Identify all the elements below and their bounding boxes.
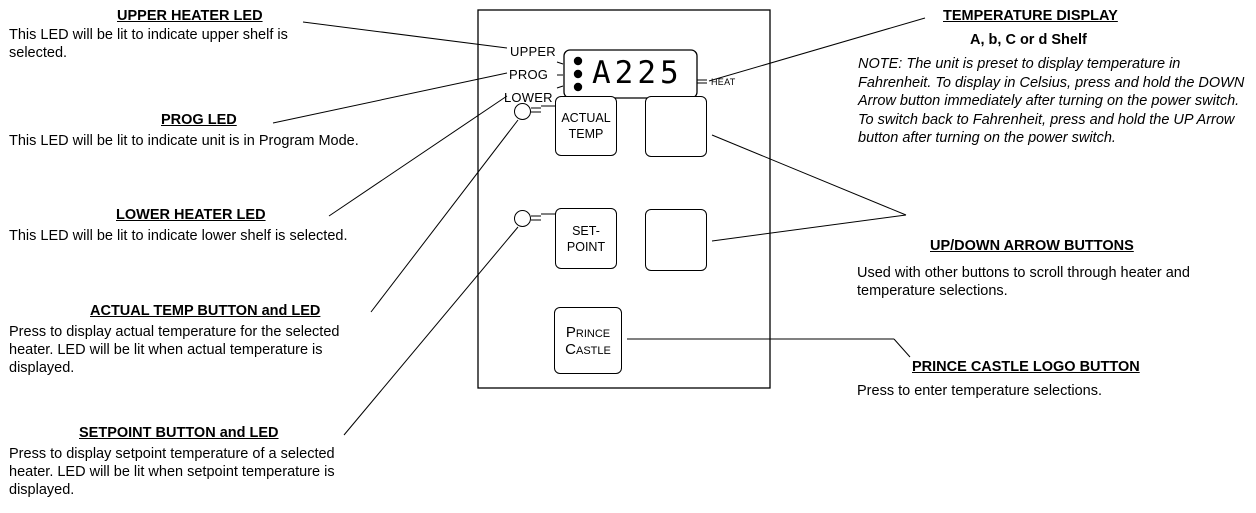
- actual-temp-button[interactable]: ACTUAL TEMP: [555, 96, 617, 156]
- logo-line1: Prince: [565, 323, 611, 341]
- logo-line2: Castle: [565, 340, 611, 358]
- lower-heater-text: This LED will be lit to indicate lower s…: [9, 228, 348, 244]
- down-arrow-button[interactable]: [645, 209, 707, 271]
- upper-heater-text: This LED will be lit to indicate upper s…: [9, 27, 288, 61]
- lower-heater-heading: LOWER HEATER LED: [116, 207, 266, 223]
- logo-button-heading: PRINCE CASTLE LOGO BUTTON: [912, 359, 1140, 375]
- setpoint-heading: SETPOINT BUTTON and LED: [79, 425, 279, 441]
- control-panel-outline: [477, 9, 771, 389]
- arrow-buttons-heading: UP/DOWN ARROW BUTTONS: [930, 238, 1134, 254]
- leader-down-arrow: [711, 214, 907, 242]
- temperature-display-subheading: A, b, C or d Shelf: [970, 32, 1087, 48]
- setpoint-button-line2: POINT: [566, 239, 606, 254]
- heat-tick: [697, 79, 707, 84]
- setpoint-text: Press to display setpoint temperature of…: [9, 446, 335, 498]
- arrow-buttons-text: Used with other buttons to scroll throug…: [857, 265, 1190, 299]
- actual-temp-heading: ACTUAL TEMP BUTTON and LED: [90, 303, 321, 319]
- led-ticks: [556, 61, 564, 89]
- prog-led-dot: [573, 69, 583, 79]
- setpoint-led: [514, 210, 531, 227]
- temperature-readout: A225: [592, 55, 683, 91]
- temperature-display-heading: TEMPERATURE DISPLAY: [943, 8, 1118, 24]
- lower-led-dot: [573, 82, 583, 92]
- leader-upper: [302, 21, 508, 49]
- leader-setpoint: [343, 226, 519, 436]
- leader-actual: [370, 119, 519, 313]
- setpoint-button-line1: SET-: [572, 223, 600, 238]
- upper-heater-heading: UPPER HEATER LED: [117, 8, 263, 24]
- leader-display: [708, 17, 926, 82]
- leader-lower: [328, 95, 508, 217]
- upper-label: UPPER: [510, 44, 556, 59]
- actual-led-connector: [531, 105, 555, 113]
- display-frame: [563, 49, 698, 99]
- prog-heading: PROG LED: [161, 112, 237, 128]
- heat-label: HEAT: [711, 77, 736, 87]
- actual-temp-led: [514, 103, 531, 120]
- up-arrow-button[interactable]: [645, 96, 707, 157]
- upper-led-dot: [573, 56, 583, 66]
- set-led-connector: [531, 213, 555, 221]
- lower-label: LOWER: [504, 90, 553, 105]
- leader-prog: [272, 72, 508, 124]
- leader-logo-tail: [893, 338, 911, 358]
- setpoint-button[interactable]: SET- POINT: [555, 208, 617, 269]
- prog-text: This LED will be lit to indicate unit is…: [9, 133, 359, 149]
- leader-up-arrow: [711, 134, 907, 216]
- prog-label: PROG: [509, 67, 549, 82]
- prince-castle-logo-button[interactable]: Prince Castle: [554, 307, 622, 374]
- actual-temp-text: Press to display actual temperature for …: [9, 324, 340, 376]
- temperature-display-note: NOTE: The unit is preset to display temp…: [858, 56, 1245, 146]
- logo-button-text: Press to enter temperature selections.: [857, 383, 1103, 399]
- actual-temp-button-line1: ACTUAL: [561, 111, 611, 125]
- actual-temp-button-line2: TEMP: [568, 127, 604, 141]
